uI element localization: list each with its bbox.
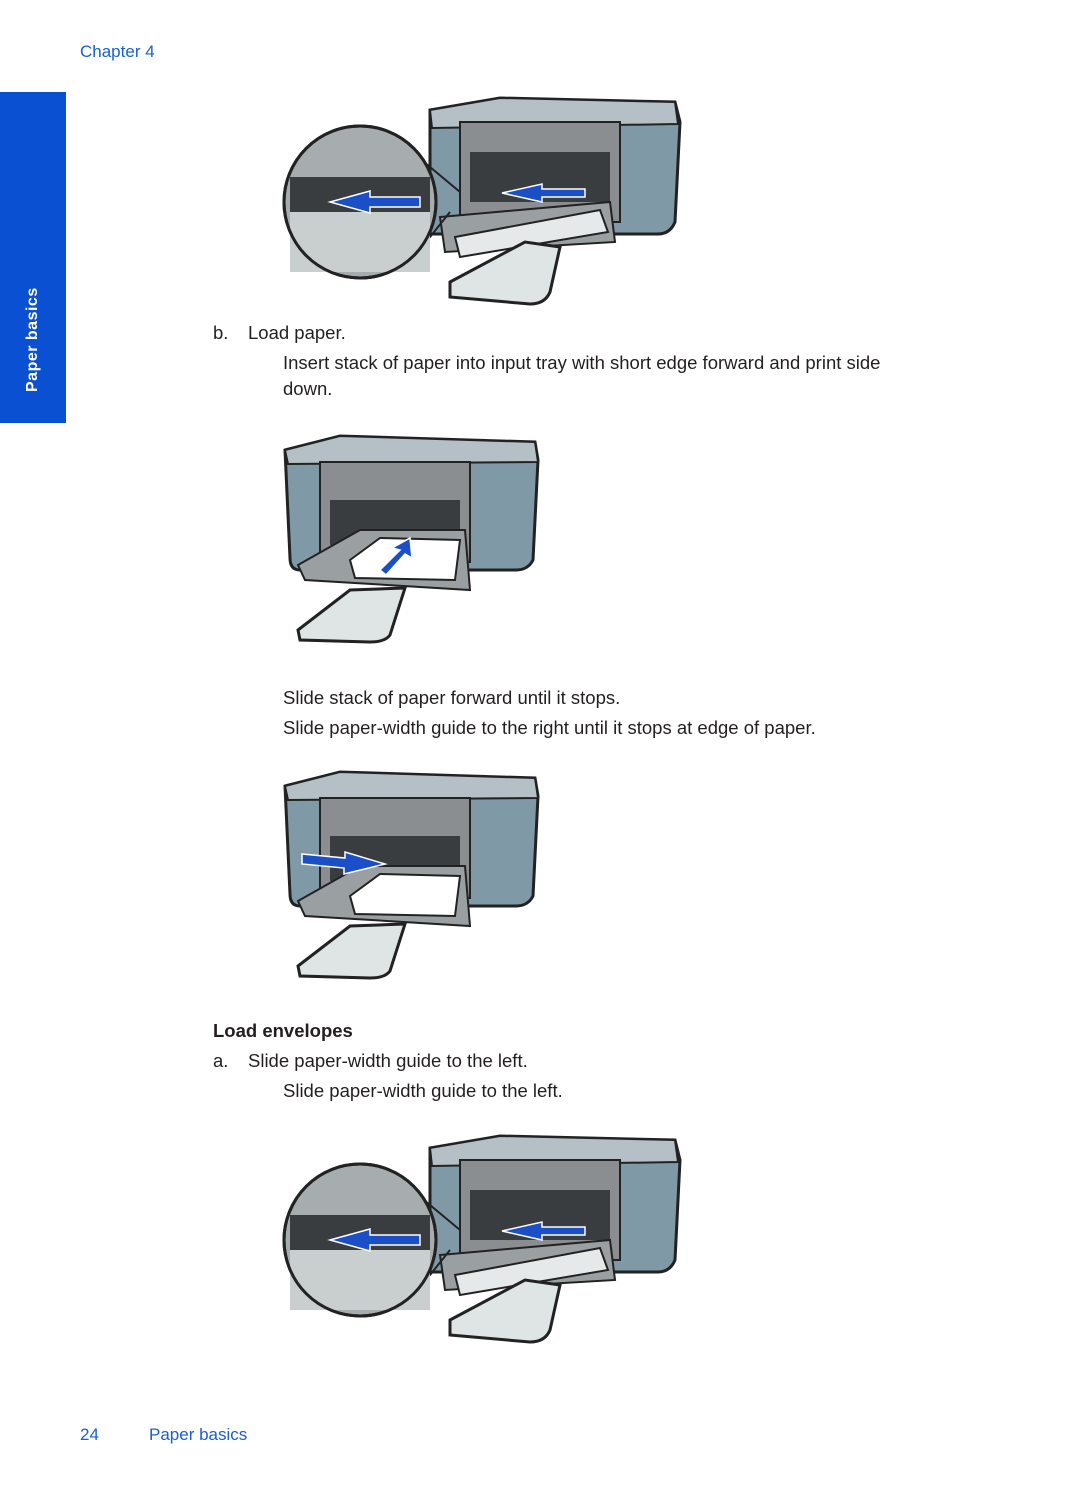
figure-slide-guide-right [283,770,540,980]
printer-illustration [428,96,682,306]
magnifier-inset [282,124,438,280]
step-a-title: Slide paper-width guide to the left. [248,1050,528,1071]
step-b-line2: down. [283,378,333,399]
step-a-marker: a. [213,1050,229,1071]
printer-illustration [428,1134,682,1344]
figure-slide-guide-left-2 [282,1134,682,1344]
section-heading-load-envelopes: Load envelopes [213,1020,353,1041]
figure-slide-guide-left-1 [282,96,682,306]
step-a-detail: Slide paper-width guide to the left. [283,1080,563,1101]
figure-insert-paper [283,434,540,644]
step-b-title: Load paper. [248,322,346,343]
step-b-slide1: Slide stack of paper forward until it st… [283,687,621,708]
side-tab-label: Paper basics [24,287,41,392]
section-side-tab: Paper basics [0,92,66,423]
footer-section-title: Paper basics [149,1425,248,1444]
step-b-line1: Insert stack of paper into input tray wi… [283,352,881,373]
page-number: 24 [80,1425,99,1444]
magnifier-inset [282,1162,438,1318]
step-b-marker: b. [213,322,229,343]
step-b-slide2: Slide paper-width guide to the right unt… [283,717,816,738]
chapter-label: Chapter 4 [80,42,155,61]
